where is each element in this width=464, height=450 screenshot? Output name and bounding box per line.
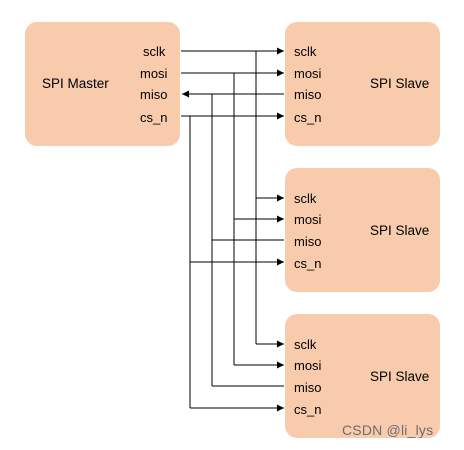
slave-3-pin-mosi: mosi [294, 358, 322, 373]
spi-slave-2-box [285, 168, 440, 292]
spi-slave-2-title: SPI Slave [370, 223, 430, 238]
slave-1-pin-mosi: mosi [294, 66, 322, 81]
slave-3-pin-sclk: sclk [294, 337, 317, 352]
spi-master-box [25, 22, 180, 146]
spi-slave-3-title: SPI Slave [370, 369, 430, 384]
slave-2-pin-mosi: mosi [294, 212, 322, 227]
slave-2-pin-miso: miso [294, 234, 322, 249]
spi-master-title: SPI Master [42, 76, 109, 91]
master-pin-miso: miso [140, 87, 168, 102]
spi-slave-1-box [285, 22, 440, 146]
master-pin-cs-n: cs_n [140, 110, 168, 125]
spi-slave-3-box [285, 314, 440, 438]
spi-slave-1-title: SPI Slave [370, 76, 430, 91]
slave-1-pin-cs-n: cs_n [294, 110, 322, 125]
slave-1-pin-sclk: sclk [294, 44, 317, 59]
master-pin-sclk: sclk [143, 44, 166, 59]
watermark: CSDN @li_lys [342, 422, 434, 438]
master-pin-mosi: mosi [140, 66, 168, 81]
slave-2-pin-cs-n: cs_n [294, 256, 322, 271]
slave-1-pin-miso: miso [294, 87, 322, 102]
slave-2-pin-sclk: sclk [294, 191, 317, 206]
slave-3-pin-cs-n: cs_n [294, 402, 322, 417]
slave-3-pin-miso: miso [294, 380, 322, 395]
